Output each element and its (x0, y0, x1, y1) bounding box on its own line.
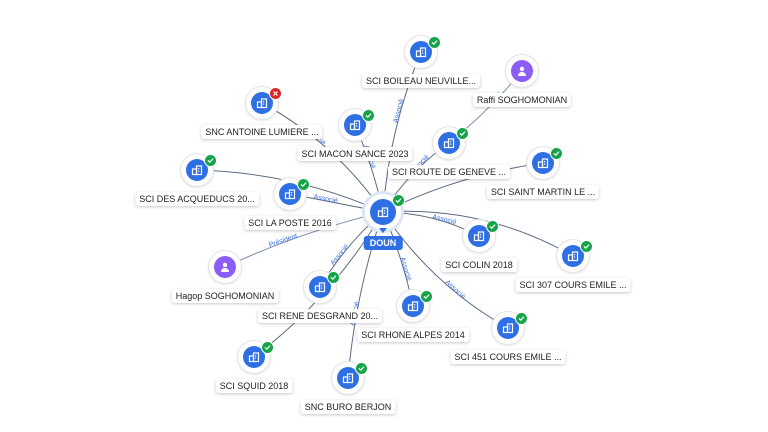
node-label[interactable]: SCI ROUTE DE GENEVE ... (387, 165, 511, 179)
edge-doun-cours307 (382, 210, 574, 257)
edge-doun-hagop (224, 211, 384, 268)
company-node-icon[interactable] (339, 109, 371, 141)
building-icon (402, 295, 424, 317)
cross-icon (269, 87, 282, 100)
check-icon (515, 312, 528, 325)
check-icon (580, 240, 593, 253)
edge-label: Associé (393, 98, 405, 124)
check-icon (550, 147, 563, 160)
check-icon (456, 127, 469, 140)
edge-label: Associé (432, 214, 458, 227)
node-label[interactable]: SCI RENE DESGRAND 20... (257, 309, 383, 323)
company-node-icon[interactable] (433, 127, 465, 159)
building-icon (468, 225, 490, 247)
node-label[interactable]: SCI 307 COURS EMILE ... (515, 278, 631, 292)
building-icon (309, 276, 331, 298)
company-node-icon[interactable] (274, 178, 306, 210)
building-icon (243, 346, 265, 368)
check-icon (355, 362, 368, 375)
check-icon (362, 109, 375, 122)
building-icon (532, 152, 554, 174)
node-label[interactable]: SCI 451 COURS EMILE ... (450, 350, 566, 364)
check-icon (327, 271, 340, 284)
node-label[interactable]: SCI COLIN 2018 (441, 258, 517, 272)
check-icon (204, 154, 217, 167)
person-node-icon[interactable] (506, 55, 538, 87)
node-label[interactable]: SCI RHONE ALPES 2014 (357, 328, 469, 342)
building-icon (279, 183, 301, 205)
check-icon (297, 178, 310, 191)
company-node-icon[interactable] (527, 147, 559, 179)
node-label[interactable]: SNC ANTOINE LUMIERE ... (201, 125, 323, 139)
edge-label: Président (268, 233, 298, 249)
person-icon (214, 256, 236, 278)
check-icon (392, 194, 405, 207)
node-label[interactable]: SCI SAINT MARTIN LE ... (486, 185, 600, 199)
building-icon (370, 199, 396, 225)
edge-label: Associé (313, 194, 338, 206)
building-icon (497, 317, 519, 339)
building-icon (562, 245, 584, 267)
check-icon (261, 341, 274, 354)
edge-doun-buro (347, 211, 384, 379)
check-icon (420, 290, 433, 303)
check-icon (428, 36, 441, 49)
building-icon (186, 159, 208, 181)
node-label[interactable]: SCI SQUID 2018 (215, 379, 293, 393)
node-label[interactable]: Raffi SOGHOMONIAN (472, 93, 572, 107)
check-icon (486, 220, 499, 233)
node-label[interactable]: SCI DES ACQUEDUCS 20... (135, 192, 259, 206)
building-icon (344, 114, 366, 136)
edge-label: Associé (398, 256, 412, 282)
person-icon (511, 60, 533, 82)
node-label[interactable]: SNC BURO BERJON (300, 400, 396, 414)
pin-pointer-icon (379, 228, 387, 233)
building-icon (410, 41, 432, 63)
node-label[interactable]: SCI LA POSTE 2016 (244, 216, 336, 230)
edge-doun-cours451 (382, 211, 509, 329)
building-icon (438, 132, 460, 154)
node-label[interactable]: SCI MACON SANCE 2023 (297, 147, 413, 161)
building-icon (251, 92, 273, 114)
edge-label: Associé (444, 279, 467, 301)
center-node-label[interactable]: DOUN (363, 236, 403, 250)
person-node-icon[interactable] (209, 251, 241, 283)
edge-label: Associé (329, 243, 350, 266)
building-icon (337, 367, 359, 389)
edge-doun-boileau (382, 51, 422, 213)
node-label[interactable]: SCI BOILEAU NEUVILLE... (361, 74, 481, 88)
node-label[interactable]: Hagop SOGHOMONIAN (171, 289, 279, 303)
